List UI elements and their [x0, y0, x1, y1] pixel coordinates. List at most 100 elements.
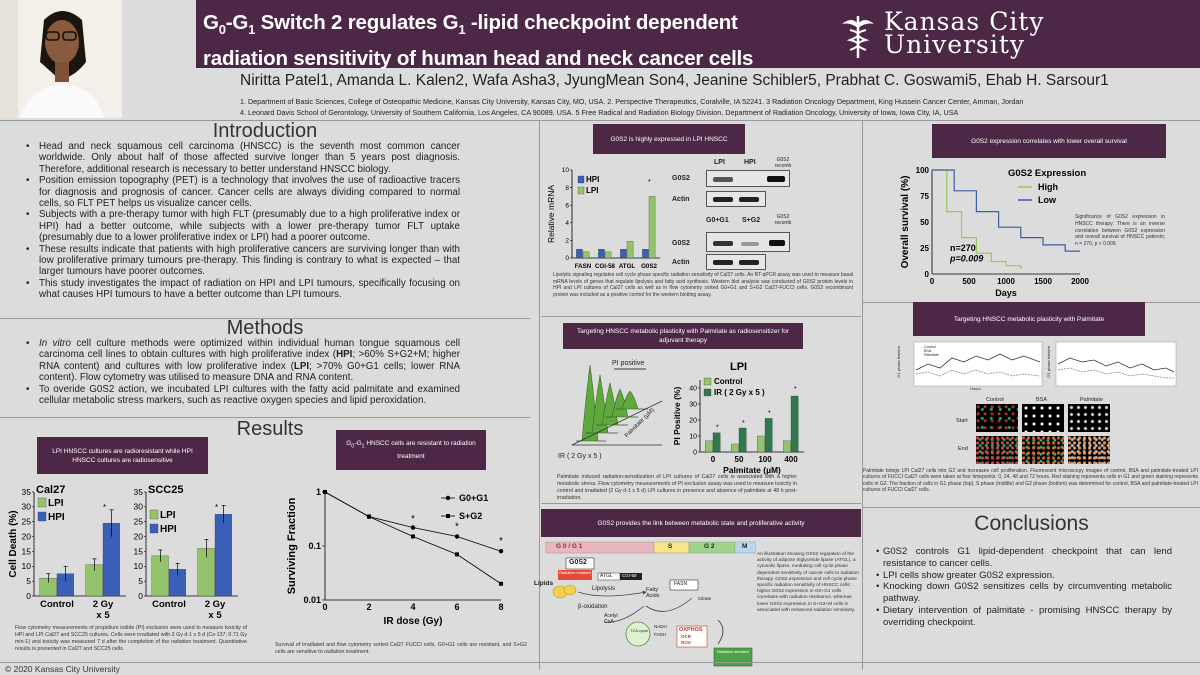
y-tick-label: 0	[138, 591, 143, 601]
bar	[576, 249, 583, 259]
significance-star: *	[215, 503, 218, 512]
intro-body: Head and neck squamous cell carcinoma (H…	[22, 141, 460, 301]
legend-label: LPI	[160, 510, 176, 521]
western-blot: LPI HPI G0S2 recomb G0S2 Actin G0+G1 S+G…	[666, 157, 796, 270]
fucci-xlabel: Hours	[970, 386, 981, 391]
y-tick-label: 15	[134, 546, 144, 556]
y-tick-label: 15	[22, 546, 32, 556]
significance-star: *	[742, 420, 745, 427]
data-point	[411, 534, 415, 539]
conclusion-bullet: LPI cells show greater G0S2 expression.	[872, 570, 1172, 582]
legend-label: HPI	[48, 512, 65, 523]
bar	[582, 251, 590, 259]
y-tick-label: 30	[689, 401, 697, 408]
conclusion-bullet: G0S2 controls G1 lipid-dependent checkpo…	[872, 546, 1172, 570]
data-point	[499, 581, 503, 586]
bar	[620, 249, 627, 259]
y-tick-label: 0.1	[308, 541, 321, 551]
bar	[757, 435, 765, 453]
logo-line-1: Kansas City	[884, 7, 1045, 36]
chart-title: LPI	[730, 361, 747, 373]
diagram-g0s2-label: G0S2	[569, 559, 587, 566]
x-tick-label: ATGL	[619, 263, 636, 270]
legend-label: HPI	[586, 175, 599, 184]
university-logo: Kansas City University	[838, 7, 1198, 60]
methods-body: In vitro cell culture methods were optim…	[22, 338, 460, 406]
x-tick-label-2: x 5	[96, 610, 110, 621]
y-tick-label: 30	[22, 502, 32, 512]
footer-copyright: © 2020 Kansas City University	[5, 664, 120, 674]
x-tick-label: 2 Gy	[93, 599, 114, 610]
y-tick-label: 75	[920, 192, 929, 201]
fucci-figure: G1 phase fraction G1 phase fraction Hour…	[896, 340, 1180, 468]
fucci-row-start: Start	[956, 418, 968, 424]
y-tick-label: 0	[925, 270, 930, 279]
caduceus-icon	[842, 16, 874, 58]
blot-label-actin-2: Actin	[672, 259, 690, 266]
diagram-fasn-label: FASN	[674, 581, 688, 587]
y-tick-label: 50	[920, 218, 929, 227]
bar	[214, 514, 232, 597]
bar	[626, 241, 634, 259]
y-tick-label: 35	[134, 487, 144, 497]
diagram-nadh-label: NADH	[654, 624, 667, 629]
chart-title-cal27: Cal27	[36, 484, 65, 496]
diagram-radiosensitive-label: Radiation sensitive	[717, 650, 749, 654]
fucci-header: Targeting HNSCC metabolic plasticity wit…	[913, 302, 1145, 336]
legend-swatch	[149, 509, 159, 520]
bar	[764, 418, 773, 453]
blot-label-g0g1: G0+G1	[706, 217, 729, 224]
y-axis-label: Cell Death (%)	[8, 510, 19, 577]
fucci-legend-item: Palmitate	[924, 353, 939, 358]
x-tick-label: 1500	[1034, 277, 1052, 286]
conclusion-bullet: Knocking down G0S2 sensitizes cells by c…	[872, 581, 1172, 605]
flow-histograms: PI positive IR ( 2 Gy x 5 ) Palmitate (µ…	[558, 355, 674, 467]
x-tick-label: 50	[735, 455, 744, 464]
survival-header: G0S2 expression correlates with lower ov…	[932, 124, 1166, 158]
fucci-row-end: End	[958, 446, 968, 452]
data-point	[367, 514, 371, 519]
legend-swatch	[703, 377, 712, 386]
diagram-radioresistant-label: Radiation resistant	[559, 571, 591, 575]
x-tick-label: Control	[40, 599, 74, 610]
conclusions-body: G0S2 controls G1 lipid-dependent checkpo…	[872, 546, 1172, 629]
y-tick-label: 0	[565, 255, 569, 262]
bar	[151, 555, 169, 597]
blot-label-actin: Actin	[672, 196, 690, 203]
x-tick-label: 8	[498, 602, 503, 612]
y-axis-label: Surviving Fraction	[286, 497, 298, 594]
annotation-p: p=0.009	[949, 254, 983, 264]
affiliations: 1. Department of Basic Sciences, College…	[240, 96, 1200, 118]
y-tick-label: 25	[920, 244, 929, 253]
fucci-legend-item: BSA	[924, 349, 932, 354]
fucci-col-control: Control	[986, 397, 1004, 403]
significance-star: *	[794, 386, 797, 393]
y-tick-label: 20	[134, 531, 144, 541]
legend-swatch	[577, 175, 585, 184]
title-line-1: G0-G1 Switch 2 regulates G1 -lipid check…	[203, 11, 738, 38]
y-axis-label: Overall survival (%)	[900, 176, 911, 269]
x-tick-label: 500	[962, 277, 976, 286]
methods-bullet: In vitro cell culture methods were optim…	[22, 338, 460, 384]
fig2-header: G0-G1 HNSCC cells are resistant to radia…	[336, 430, 486, 470]
x-axis-label: IR dose (Gy)	[384, 616, 443, 627]
flow-ir-label: IR ( 2 Gy x 5 )	[558, 453, 602, 460]
methods-bullet: To overide G0S2 action, we incubated LPI…	[22, 384, 460, 407]
intro-bullet: Head and neck squamous cell carcinoma (H…	[22, 141, 460, 175]
legend-marker	[445, 495, 451, 501]
poster-title: G0-G1 Switch 2 regulates G1 -lipid check…	[203, 8, 843, 73]
x-tick-label: 0	[711, 455, 716, 464]
y-tick-label: 0	[693, 449, 697, 456]
y-tick-label: 5	[26, 576, 31, 586]
data-point	[498, 549, 504, 554]
x-tick-label: 0	[322, 602, 327, 612]
legend-swatch	[37, 497, 47, 508]
data-point	[455, 552, 459, 557]
diagram-tca-label: TCA cycle	[630, 628, 649, 633]
x-tick-label: 2000	[1071, 277, 1089, 286]
significance-star: *	[716, 425, 719, 432]
